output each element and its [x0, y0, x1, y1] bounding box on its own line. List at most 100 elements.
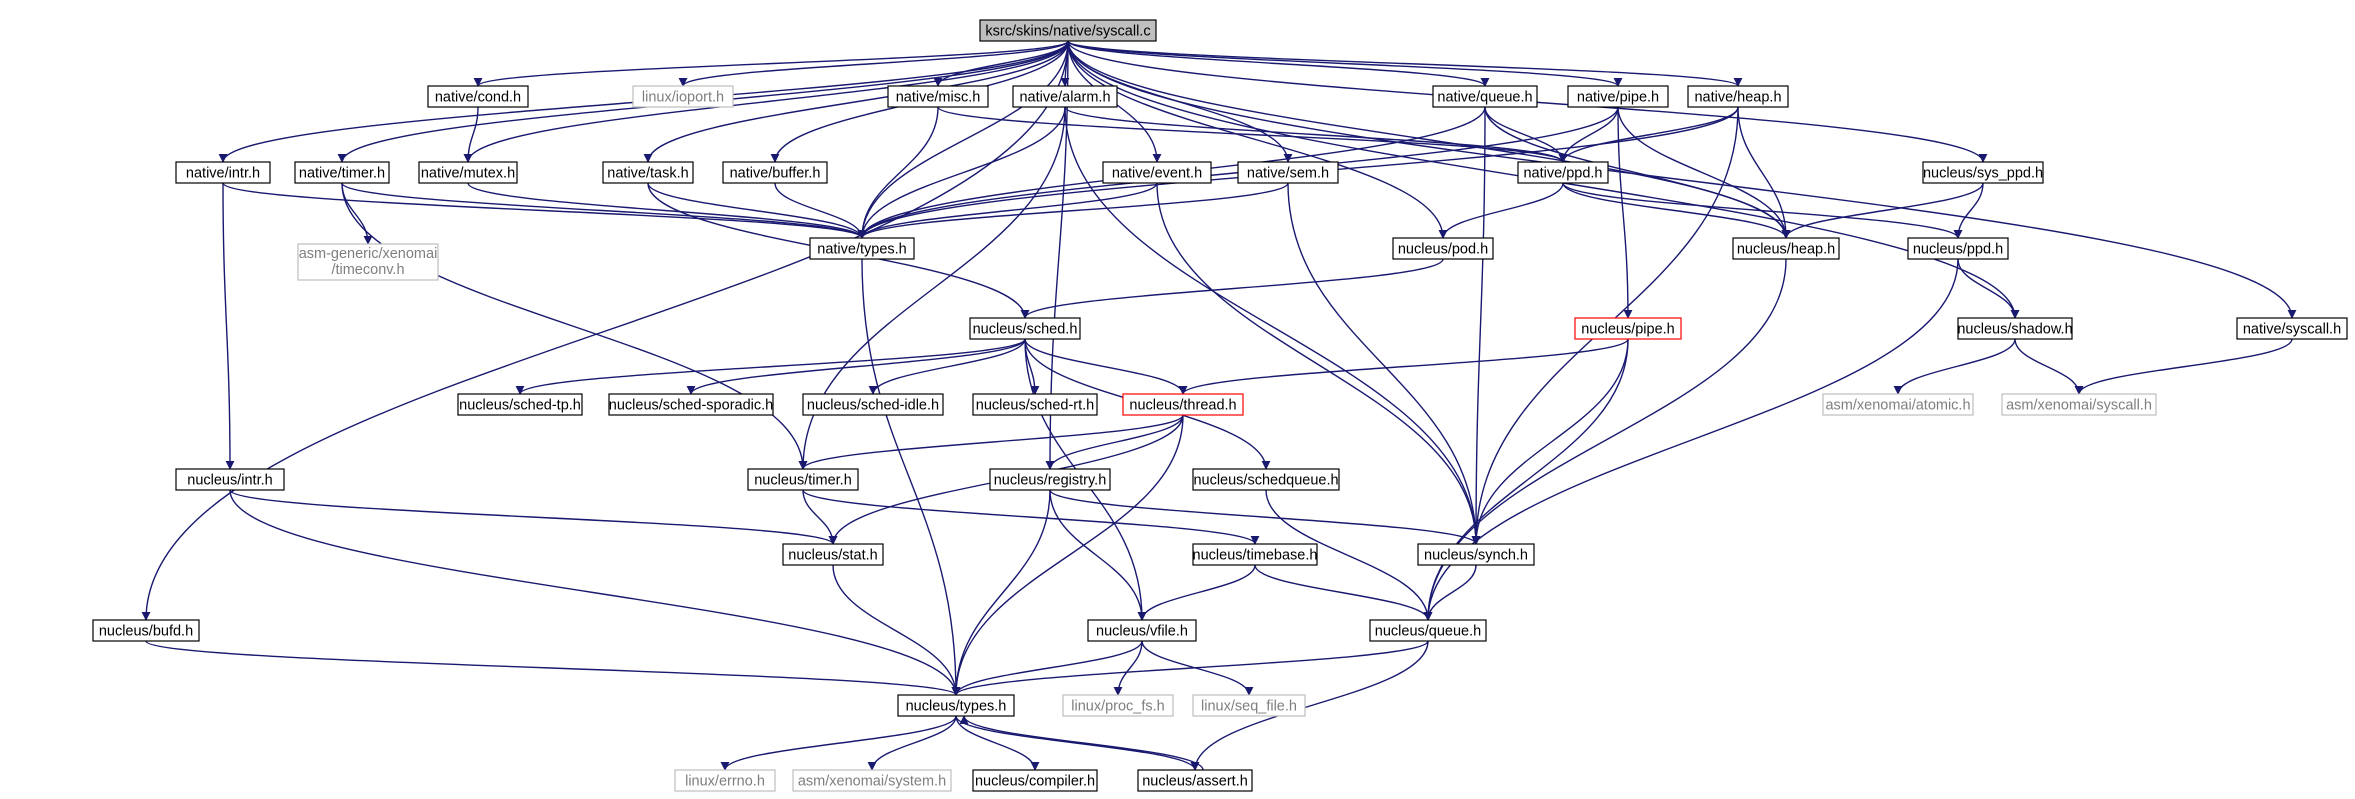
node-box [1122, 393, 1244, 416]
node-label: native/intr.h [186, 166, 260, 182]
node-nucleus-vfile[interactable]: nucleus/vfile.h [1087, 619, 1197, 642]
edge-native_timer-to-nucleus_timer [341, 182, 808, 470]
edge-nucleus_thread-to-nucleus_registry [1045, 414, 1184, 470]
edge-root-to-native_task [643, 40, 1069, 163]
node-label: native/mutex.h [421, 166, 515, 182]
edge-nucleus_heap-to-nucleus_queue [1423, 258, 1787, 621]
node-label: nucleus/thread.h [1129, 398, 1236, 414]
node-box [175, 468, 285, 491]
node-nucleus-heap[interactable]: nucleus/heap.h [1732, 237, 1840, 260]
node-label: nucleus/queue.h [1375, 624, 1481, 640]
edge-nucleus_bufd-to-nucleus_types [145, 640, 961, 696]
node-nucleus-sched-sporadic[interactable]: nucleus/sched-sporadic.h [608, 393, 774, 416]
node-label: native/misc.h [896, 90, 981, 106]
node-label: nucleus/synch.h [1424, 548, 1528, 564]
edge-native_event-to-nucleus_synch [1156, 182, 1481, 545]
node-label: nucleus/compiler.h [975, 774, 1095, 790]
node-box [792, 769, 952, 792]
node-nucleus-shadow[interactable]: nucleus/shadow.h [1957, 317, 2073, 340]
node-box [297, 243, 439, 281]
node-native-sem[interactable]: native/sem.h [1237, 161, 1339, 184]
node-box [972, 393, 1098, 416]
edge-root-to-linux_ioport [678, 40, 1069, 87]
node-nucleus-synch[interactable]: nucleus/synch.h [1417, 543, 1535, 566]
node-box [2001, 393, 2157, 416]
node-native-event[interactable]: native/event.h [1102, 161, 1212, 184]
node-box [1392, 237, 1494, 260]
node-label: native/syscall.h [2243, 322, 2341, 338]
edge-native_mutex-to-native_types [467, 182, 867, 239]
edge-nucleus_pod-to-nucleus_sched [1020, 258, 1444, 319]
edge-native_alarm-to-native_ppd [1064, 106, 1568, 163]
node-nucleus-pipe[interactable]: nucleus/pipe.h [1574, 317, 1682, 340]
node-box [1567, 85, 1669, 108]
node-native-heap[interactable]: native/heap.h [1687, 85, 1789, 108]
node-nucleus-timebase[interactable]: nucleus/timebase.h [1192, 543, 1318, 566]
node-nucleus-sched-idle[interactable]: nucleus/sched-idle.h [802, 393, 944, 416]
node-label: native/pipe.h [1577, 90, 1659, 106]
edge-nucleus_types-to-nucleus_compiler [955, 715, 1040, 771]
node-native-intr[interactable]: native/intr.h [175, 161, 271, 184]
node-native-pipe[interactable]: native/pipe.h [1567, 85, 1669, 108]
edge-native_sem-to-nucleus_synch [1287, 182, 1481, 545]
node-box [1192, 694, 1306, 717]
node-nucleus-sys-ppd[interactable]: nucleus/sys_ppd.h [1922, 161, 2044, 184]
node-nucleus-registry[interactable]: nucleus/registry.h [989, 468, 1111, 491]
node-native-mutex[interactable]: native/mutex.h [418, 161, 518, 184]
edge-root-to-native_syscall [1067, 40, 2297, 319]
node-native-queue[interactable]: native/queue.h [1432, 85, 1538, 108]
node-box [722, 161, 828, 184]
node-native-timer[interactable]: native/timer.h [294, 161, 390, 184]
node-box [887, 85, 989, 108]
node-label: nucleus/sched-tp.h [459, 398, 581, 414]
node-box [1062, 694, 1174, 717]
node-native-types[interactable]: native/types.h [809, 237, 915, 260]
node-box [989, 468, 1111, 491]
edge-native_queue-to-nucleus_synch [1471, 106, 1486, 545]
node-asm-xenomai-atomic: asm/xenomai/atomic.h [1822, 393, 1974, 416]
node-nucleus-ppd[interactable]: nucleus/ppd.h [1907, 237, 2009, 260]
node-box [972, 769, 1098, 792]
node-box [1517, 161, 1609, 184]
edge-nucleus_timer-to-nucleus_timebase [802, 489, 1260, 545]
edge-root-to-native_heap [1067, 40, 1743, 87]
edge-native_heap-to-native_ppd [1558, 106, 1739, 163]
edge-native_timer-to-native_types [341, 182, 867, 239]
node-box [1687, 85, 1789, 108]
edge-native_intr-to-nucleus_intr [222, 182, 235, 470]
node-box [602, 161, 694, 184]
node-native-ppd[interactable]: native/ppd.h [1517, 161, 1609, 184]
node-native-syscall[interactable]: native/syscall.h [2236, 317, 2348, 340]
node-nucleus-queue[interactable]: nucleus/queue.h [1369, 619, 1487, 642]
node-label: asm/xenomai/atomic.h [1825, 398, 1970, 414]
node-label: native/buffer.h [730, 166, 821, 182]
edge-nucleus_pipe-to-nucleus_queue [1423, 338, 1629, 621]
node-box [1012, 85, 1118, 108]
node-nucleus-bufd[interactable]: nucleus/bufd.h [92, 619, 200, 642]
node-nucleus-compiler[interactable]: nucleus/compiler.h [972, 769, 1098, 792]
node-native-alarm[interactable]: native/alarm.h [1012, 85, 1118, 108]
node-nucleus-types[interactable]: nucleus/types.h [897, 694, 1015, 717]
node-nucleus-sched-tp[interactable]: nucleus/sched-tp.h [457, 393, 583, 416]
edge-nucleus_queue-to-nucleus_assert [1190, 640, 1429, 771]
node-label: nucleus/stat.h [788, 548, 877, 564]
node-native-task[interactable]: native/task.h [602, 161, 694, 184]
node-box [979, 19, 1157, 42]
node-native-cond[interactable]: native/cond.h [427, 85, 529, 108]
node-nucleus-sched-rt[interactable]: nucleus/sched-rt.h [972, 393, 1098, 416]
node-box [1237, 161, 1339, 184]
node-linux-seq-file: linux/seq_file.h [1192, 694, 1306, 717]
node-nucleus-schedqueue[interactable]: nucleus/schedqueue.h [1192, 468, 1340, 491]
node-native-misc[interactable]: native/misc.h [887, 85, 989, 108]
node-nucleus-stat[interactable]: nucleus/stat.h [782, 543, 884, 566]
node-nucleus-timer[interactable]: nucleus/timer.h [747, 468, 859, 491]
node-native-buffer[interactable]: native/buffer.h [722, 161, 828, 184]
node-nucleus-intr[interactable]: nucleus/intr.h [175, 468, 285, 491]
node-nucleus-thread[interactable]: nucleus/thread.h [1122, 393, 1244, 416]
node-nucleus-pod[interactable]: nucleus/pod.h [1392, 237, 1494, 260]
node-nucleus-assert[interactable]: nucleus/assert.h [1137, 769, 1253, 792]
edge-nucleus_types-to-linux_errno [720, 715, 957, 771]
edge-nucleus_sched-to-nucleus_sched_tp [515, 338, 1026, 395]
node-nucleus-sched[interactable]: nucleus/sched.h [969, 317, 1081, 340]
